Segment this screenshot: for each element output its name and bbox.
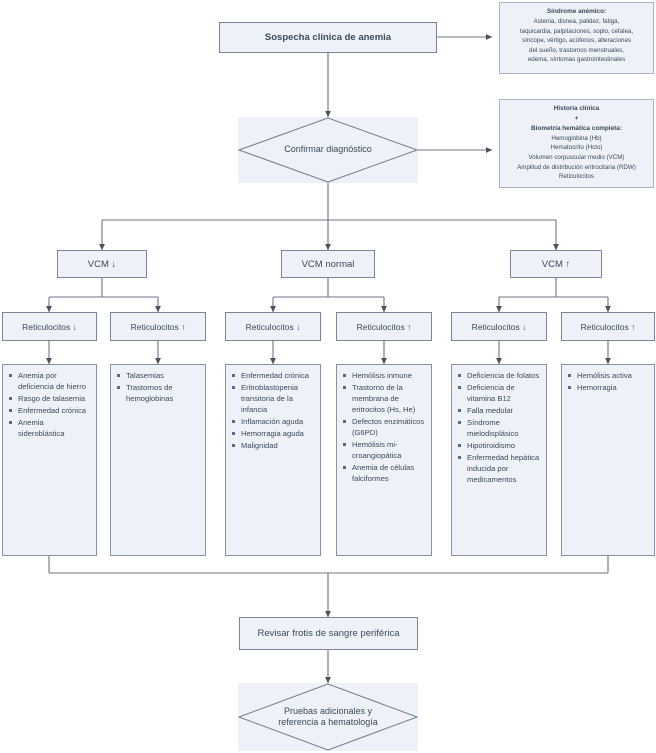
diamond-shape <box>238 117 418 183</box>
node-label: Reticulocitos ↑ <box>130 321 186 332</box>
node-reticulocitos-6[interactable]: Reticulocitos ↑ <box>561 312 655 341</box>
panel-plus-sign: + <box>574 114 579 122</box>
list: Hemólisis activa Hemorragia <box>566 370 650 393</box>
panel-line: Amplitud de distribución eritrocitaria (… <box>517 163 636 171</box>
panel-line: del sueño, trastornos menstruales, <box>529 46 624 54</box>
list-item: Trastorno de la membrana de eritrocitos … <box>341 382 427 415</box>
node-reticulocitos-1[interactable]: Reticulocitos ↓ <box>2 312 97 341</box>
listbox-normocitica-retic-bajos: Enfermedad crónica Eritroblastopenia tra… <box>225 364 321 556</box>
list-item: Hemorragia aguda <box>230 428 316 439</box>
list-item: Enfermedad hepática inducida por medicam… <box>456 452 542 485</box>
panel-line: Volumen corpuscular medio (VCM) <box>528 153 625 161</box>
panel-heading: Historia clínica <box>553 105 600 112</box>
node-vcm-normal[interactable]: VCM normal <box>281 250 375 278</box>
listbox-microcitica-retic-altos: Talasemias Trastornos de hemoglobinas <box>110 364 206 556</box>
list: Anemia por deficiencia de hierro Rasgo d… <box>7 370 92 439</box>
node-label: Reticulocitos ↑ <box>356 321 412 332</box>
list-item: Trastornos de hemoglobinas <box>115 382 201 404</box>
list-item: Anemia de células falciformes <box>341 462 427 484</box>
decision-label-line1: Pruebas adicionales y <box>283 705 373 716</box>
panel-line: Reticulocitos <box>558 173 595 181</box>
list: Deficiencia de folatos Deficiencia de vi… <box>456 370 542 485</box>
node-reticulocitos-5[interactable]: Reticulocitos ↓ <box>451 312 547 341</box>
panel-line: Astenia, disnea, palidez, fatiga, <box>533 17 620 25</box>
list-item: Rasgo de talasemia <box>7 393 92 404</box>
panel-line: Hemoglobina (Hb) <box>551 134 602 142</box>
node-revisar-frotis[interactable]: Revisar frotis de sangre periférica <box>239 617 418 650</box>
list-item: Enfermedad crónica <box>7 405 92 416</box>
node-vcm-bajo[interactable]: VCM ↓ <box>57 250 147 278</box>
node-label: Revisar frotis de sangre periférica <box>257 628 400 639</box>
list-item: Hipotiroidismo <box>456 440 542 451</box>
panel-line: Hematocrito (Hcto) <box>550 144 603 152</box>
list-item: Deficiencia de folatos <box>456 370 542 381</box>
panel-historia-clinica: Historia clínica + Biometría hemática co… <box>499 99 654 188</box>
node-label: Reticulocitos ↓ <box>22 321 77 332</box>
list-item: Hemorragia <box>566 382 650 393</box>
panel-heading: Síndrome anémico: <box>546 8 607 15</box>
node-label: VCM normal <box>301 258 355 270</box>
panel-subheading: Biometría hemática completa: <box>531 124 622 132</box>
node-sospecha-clinica-anemia[interactable]: Sospecha clínica de anemia <box>219 22 437 53</box>
list: Talasemias Trastornos de hemoglobinas <box>115 370 201 404</box>
list: Hemólisis inmune Trastorno de la membran… <box>341 370 427 484</box>
panel-line: edema, síntomas gastrointestinales <box>527 56 626 64</box>
listbox-microcitica-retic-bajos: Anemia por deficiencia de hierro Rasgo d… <box>2 364 97 556</box>
list-item: Hemólisis activa <box>566 370 650 381</box>
list-item: Talasemias <box>115 370 201 381</box>
node-label: Reticulocitos ↓ <box>245 321 301 332</box>
node-label: Sospecha clínica de anemia <box>264 32 392 43</box>
panel-line: síncope, vértigo, acúfenos, alteraciones <box>521 37 632 45</box>
node-reticulocitos-3[interactable]: Reticulocitos ↓ <box>225 312 321 341</box>
node-label: VCM ↓ <box>87 258 117 270</box>
listbox-macrocitica-retic-altos: Hemólisis activa Hemorragia <box>561 364 655 556</box>
list-item: Enfermedad crónica <box>230 370 316 381</box>
list-item: Anemia sideroblástica <box>7 417 92 439</box>
list: Enfermedad crónica Eritroblastopenia tra… <box>230 370 316 451</box>
decision-confirmar-diagnostico[interactable]: Confirmar diagnóstico <box>238 117 418 183</box>
panel-line: taquicardia, palpitaciones, soplo, cefal… <box>519 27 634 35</box>
list-item: Síndrome mielodisplásico <box>456 417 542 439</box>
list-item: Defectos enzimáticos (G6PD) <box>341 416 427 438</box>
node-label: Reticulocitos ↓ <box>471 321 527 332</box>
list-item: Falla medular <box>456 405 542 416</box>
list-item: Eritroblastopenia transitoria de la infa… <box>230 382 316 415</box>
node-vcm-alto[interactable]: VCM ↑ <box>510 250 602 278</box>
list-item: Hemólisis inmune <box>341 370 427 381</box>
list-item: Inflamación aguda <box>230 416 316 427</box>
listbox-normocitica-retic-altos: Hemólisis inmune Trastorno de la membran… <box>336 364 432 556</box>
decision-label: Pruebas adicionales y referencia a hemat… <box>278 706 378 729</box>
list-item: Anemia por deficiencia de hierro <box>7 370 92 392</box>
diamond-shape <box>238 683 418 751</box>
node-reticulocitos-2[interactable]: Reticulocitos ↑ <box>110 312 206 341</box>
decision-pruebas-adicionales[interactable]: Pruebas adicionales y referencia a hemat… <box>238 683 418 751</box>
list-item: Malignidad <box>230 440 316 451</box>
decision-label: Confirmar diagnóstico <box>284 144 372 155</box>
list-item: Deficiencia de vitamina B12 <box>456 382 542 404</box>
decision-label-line2: referencia a hematología <box>278 717 378 727</box>
node-label: Reticulocitos ↑ <box>580 321 636 332</box>
node-label: VCM ↑ <box>541 258 571 270</box>
listbox-macrocitica-retic-bajos: Deficiencia de folatos Deficiencia de vi… <box>451 364 547 556</box>
panel-sindrome-anemico: Síndrome anémico: Astenia, disnea, palid… <box>499 2 654 74</box>
list-item: Hemólisis mi-croangiopática <box>341 439 427 461</box>
node-reticulocitos-4[interactable]: Reticulocitos ↑ <box>336 312 432 341</box>
